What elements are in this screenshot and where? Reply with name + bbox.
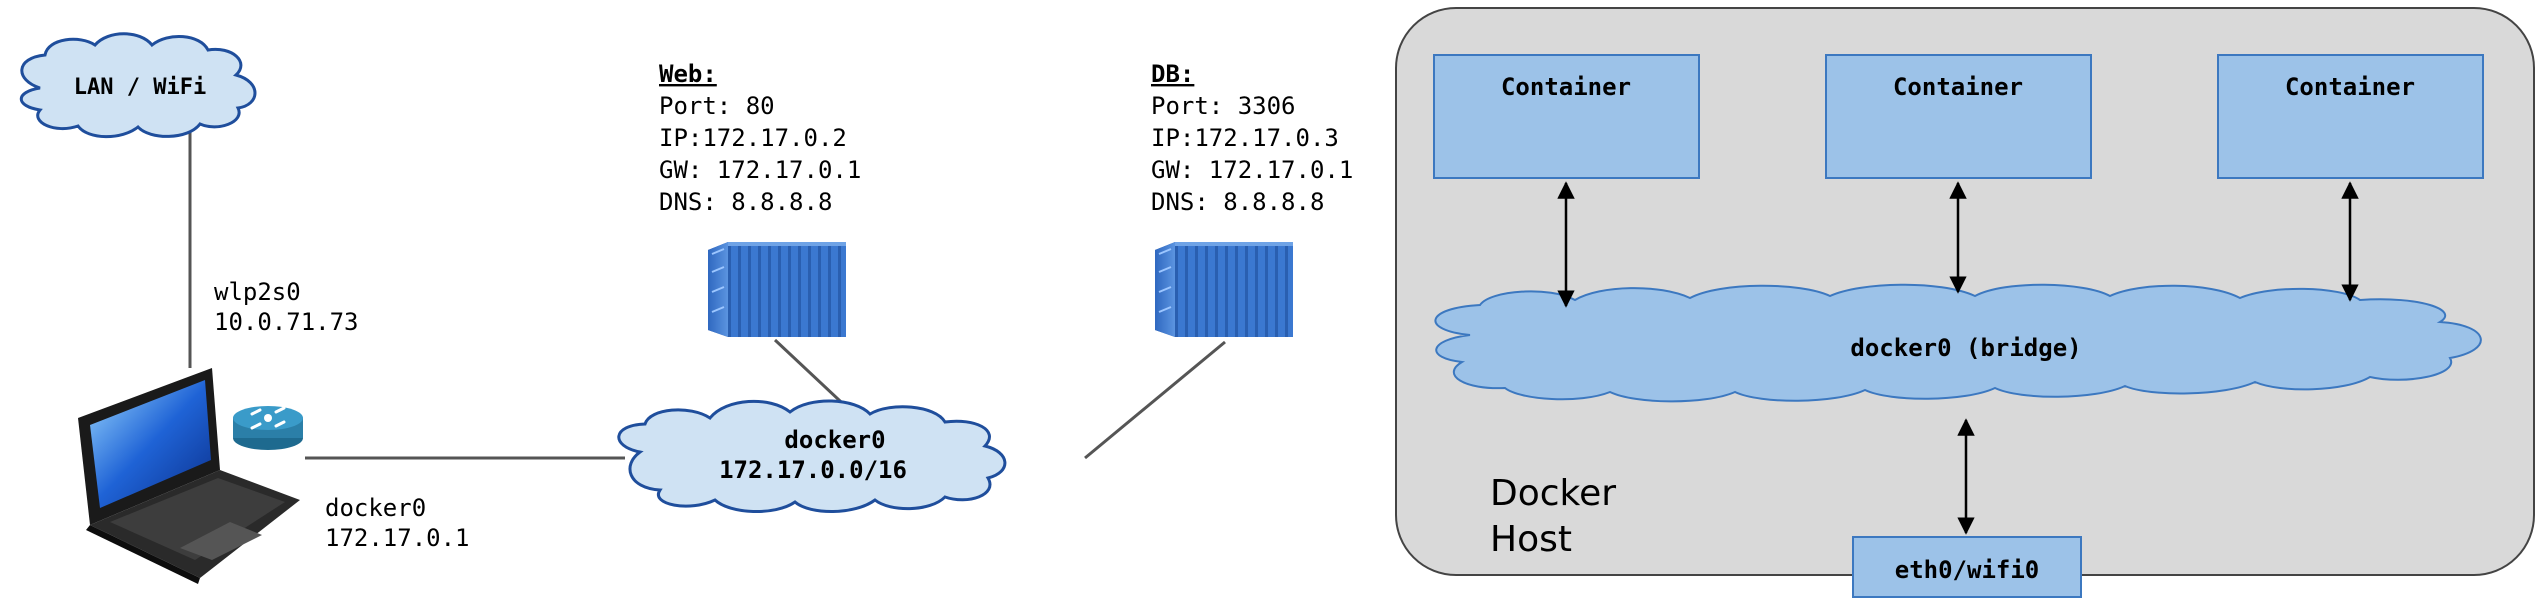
bridge-cloud-line2: 172.17.0.0/16 [719, 456, 907, 484]
wlan-interface-name: wlp2s0 [214, 278, 301, 306]
db-container-port: Port: 3306 [1151, 92, 1296, 120]
lan-cloud-label: LAN / WiFi [74, 75, 206, 100]
bridge-cloud-line1: docker0 [784, 426, 885, 454]
lan-cloud: LAN / WiFi [19, 32, 257, 139]
web-container-ip: IP:172.17.0.2 [659, 124, 847, 152]
container-label: Container [1893, 73, 2023, 101]
container-label: Container [1501, 73, 1631, 101]
db-container-link-line [1084, 340, 1226, 460]
db-container-info: DB: Port: 3306 IP:172.17.0.3 GW: 172.17.… [1151, 60, 1353, 216]
cloud-icon [617, 399, 1007, 513]
web-container-port: Port: 80 [659, 92, 775, 120]
web-container-gw: GW: 172.17.0.1 [659, 156, 861, 184]
container-label: Container [2285, 73, 2415, 101]
bridge-cloud: docker0 172.17.0.0/16 [617, 399, 1007, 513]
container-box: Container [2217, 54, 2484, 179]
host-bridge-name: docker0 [325, 494, 426, 522]
web-container-title: Web: [659, 60, 717, 88]
web-container-dns: DNS: 8.8.8.8 [659, 188, 832, 216]
left-diagram: LAN / WiFi wlp2s0 10.0.71.73 docker0 172… [19, 32, 1353, 584]
docker-host-label-line1: Docker [1490, 473, 1616, 514]
nic-box: eth0/wifi0 [1852, 536, 2082, 598]
db-container-ip: IP:172.17.0.3 [1151, 124, 1339, 152]
shipping-container-icon [708, 242, 846, 337]
cloud-icon [19, 32, 257, 139]
db-container-gw: GW: 172.17.0.1 [1151, 156, 1353, 184]
laptop-icon [78, 368, 300, 584]
shipping-container-icon [1155, 242, 1293, 337]
cloud-icon [1434, 283, 2482, 403]
container-box: Container [1433, 54, 1700, 179]
nic-label: eth0/wifi0 [1895, 556, 2040, 584]
router-icon [233, 406, 303, 450]
right-diagram: Container Container Container docker0 (b… [1395, 7, 2535, 598]
host-bridge-ip: 172.17.0.1 [325, 524, 470, 552]
db-container-dns: DNS: 8.8.8.8 [1151, 188, 1324, 216]
db-container-title: DB: [1151, 60, 1194, 88]
container-box: Container [1825, 54, 2092, 179]
web-container-info: Web: Port: 80 IP:172.17.0.2 GW: 172.17.0… [659, 60, 861, 216]
docker-bridge-cloud: docker0 (bridge) [1434, 283, 2482, 403]
bridge-label: docker0 (bridge) [1850, 334, 2081, 362]
docker-host-label-line2: Host [1490, 519, 1572, 560]
wlan-interface-ip: 10.0.71.73 [214, 308, 359, 336]
